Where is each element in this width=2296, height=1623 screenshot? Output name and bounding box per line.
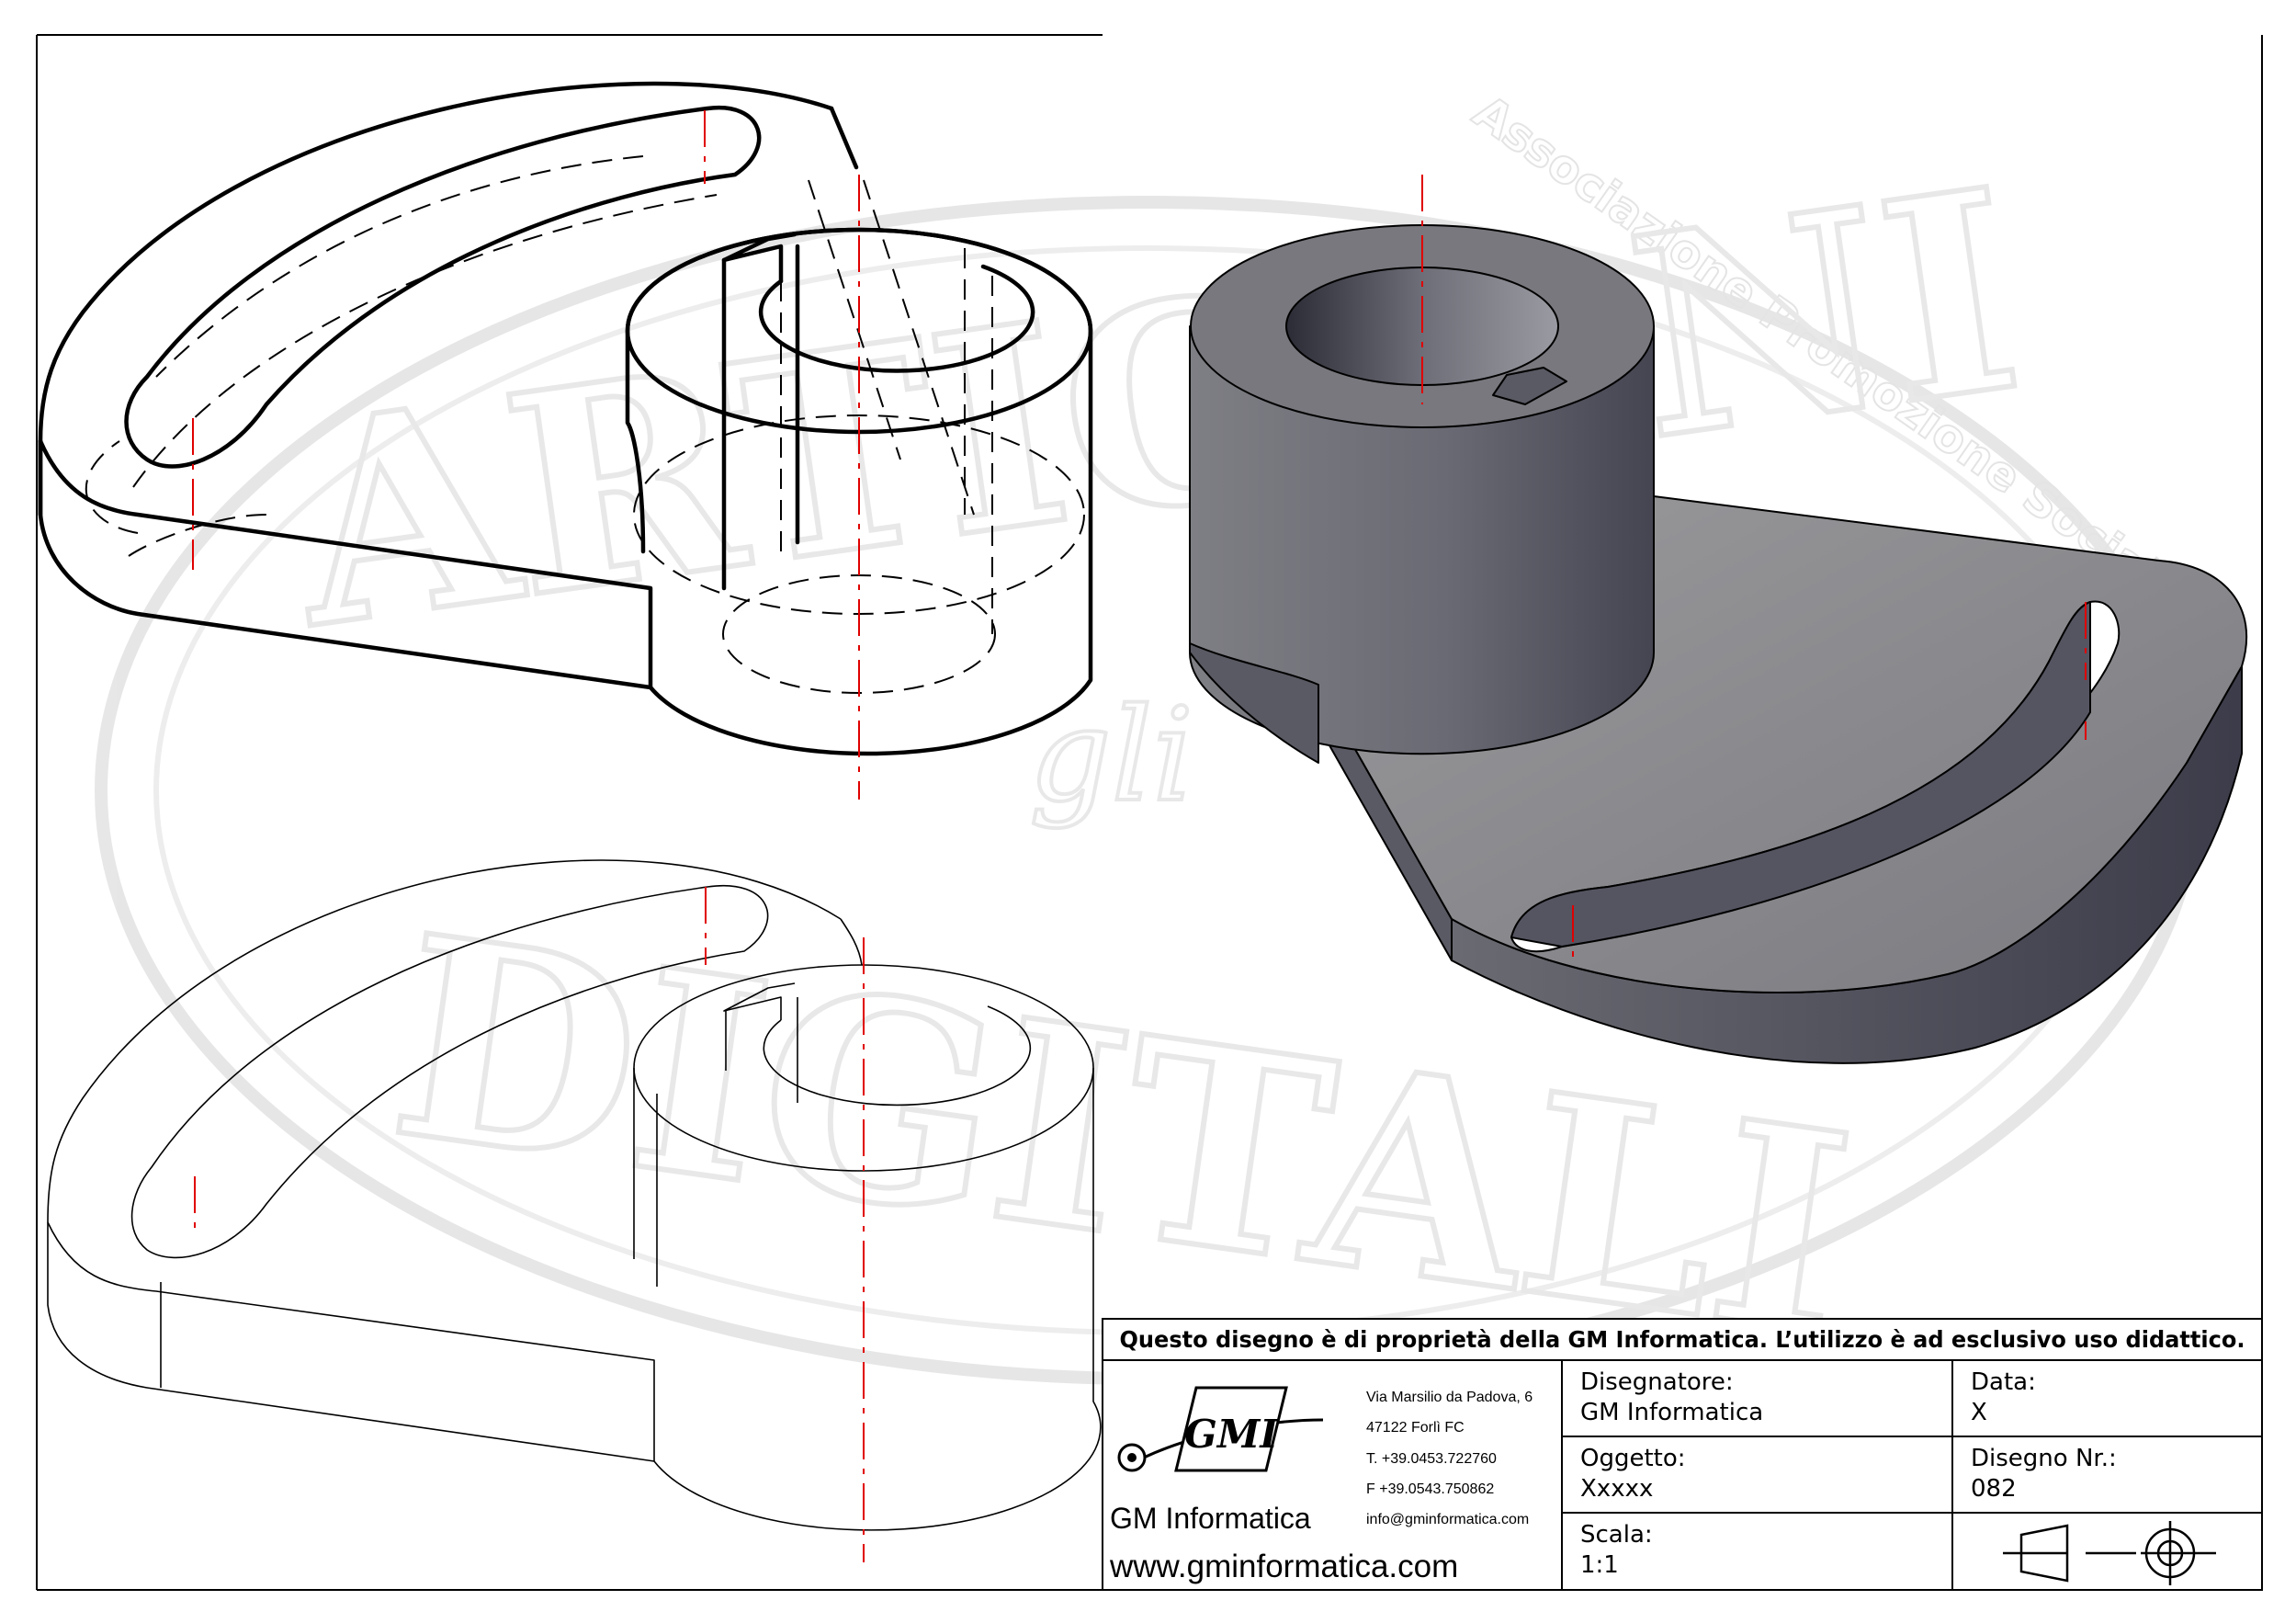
designer-label: Disegnatore: — [1580, 1368, 1734, 1396]
first-angle-projection-icon — [2003, 1521, 2216, 1585]
address-line1: Via Marsilio da Padova, 6 — [1366, 1390, 1533, 1405]
date-value: X — [1971, 1399, 1987, 1426]
designer-value: GM Informatica — [1580, 1399, 1763, 1426]
drawing-number-label: Disegno Nr.: — [1971, 1445, 2117, 1472]
notice-text: Questo disegno è di proprietà della GM I… — [1120, 1326, 2245, 1353]
scale-label: Scala: — [1580, 1521, 1653, 1549]
watermark-gli-text: gli — [1029, 681, 1193, 831]
company-logo: GMI — [1117, 1386, 1324, 1472]
logo-text: GMI — [1184, 1412, 1279, 1457]
date-label: Data: — [1971, 1368, 2036, 1396]
object-label: Oggetto: — [1580, 1445, 1686, 1472]
email: info@gminformatica.com — [1366, 1512, 1529, 1527]
website: www.gminformatica.com — [1109, 1549, 1458, 1584]
shaded-view — [1189, 175, 2248, 1064]
hidden-line-view — [38, 81, 1093, 800]
title-block: Questo disegno è di proprietà della GM I… — [1102, 1318, 2263, 1591]
company-name: GM Informatica — [1110, 1502, 1311, 1535]
scale-value: 1:1 — [1580, 1551, 1619, 1579]
address-line2: 47122 Forlì FC — [1366, 1420, 1465, 1436]
phone: T. +39.0453.722760 — [1366, 1451, 1497, 1467]
drawing-number-value: 082 — [1971, 1475, 2017, 1503]
wireframe-view — [47, 859, 1102, 1562]
fax: F +39.0543.750862 — [1366, 1481, 1494, 1497]
object-value: Xxxxx — [1580, 1475, 1653, 1503]
